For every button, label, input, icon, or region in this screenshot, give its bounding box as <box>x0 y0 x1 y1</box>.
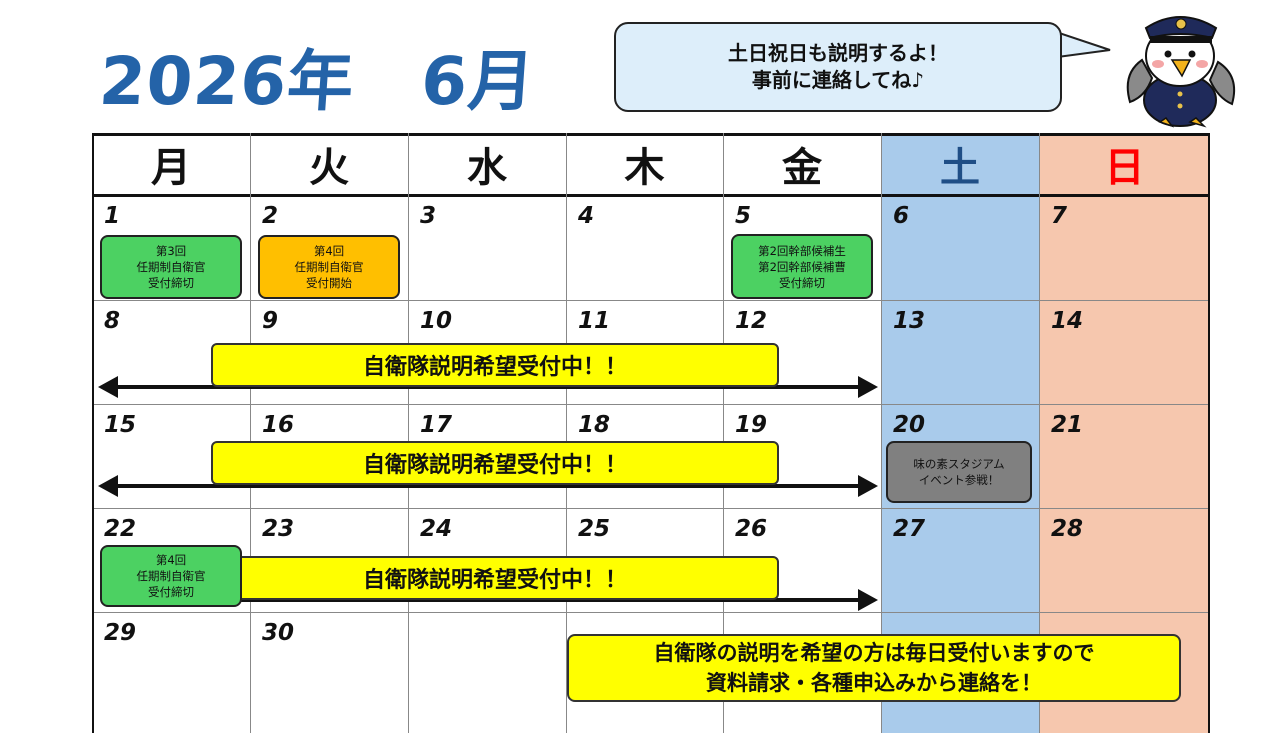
day-number: 24 <box>420 516 453 542</box>
day-number: 27 <box>893 516 926 542</box>
event-line: 第3回 <box>155 244 187 258</box>
event-line: 受付締切 <box>148 585 194 599</box>
col-divider <box>408 133 409 733</box>
day-number: 9 <box>262 308 279 334</box>
calendar-title: 2026年 6月 <box>96 43 538 120</box>
day-number: 3 <box>420 203 437 229</box>
day-number: 10 <box>420 308 453 334</box>
speech-bubble: 土日祝日も説明するよ！ 事前に連絡してね♪ <box>614 22 1062 112</box>
grid-left-border <box>92 133 94 733</box>
weekday-sat: 土 <box>940 144 980 191</box>
weekday-fri: 金 <box>782 144 822 191</box>
event-line: 任期制自衛官 <box>294 260 364 274</box>
day-number: 20 <box>893 412 926 438</box>
day-number: 28 <box>1051 516 1084 542</box>
weekday-sun: 日 <box>1104 144 1145 191</box>
day-number: 17 <box>420 412 453 438</box>
day-number: 4 <box>578 203 595 229</box>
event-3rd-recruit-deadline[interactable]: 第3回 任期制自衛官 受付締切 <box>100 235 242 299</box>
weekday-mon: 月 <box>151 144 191 191</box>
day-number: 2 <box>262 203 279 229</box>
notice-line-1: 自衛隊の説明を希望の方は毎日受付いますので <box>653 641 1095 665</box>
event-line: 第2回幹部候補生 <box>758 243 846 258</box>
event-officer-candidate-deadline[interactable]: 第2回幹部候補生 第2回幹部候補曹 受付締切 <box>731 234 873 299</box>
event-line: 味の素スタジアム <box>913 457 1005 471</box>
weekday-thu: 木 <box>624 144 665 191</box>
event-line: 任期制自衛官 <box>136 260 206 274</box>
weekday-tue: 火 <box>309 144 349 191</box>
day-number: 13 <box>893 308 926 334</box>
day-number: 7 <box>1051 203 1068 229</box>
grid-right-border <box>1208 133 1210 733</box>
recruit-banner-week3: 自衛隊説明希望受付中！！ <box>211 441 779 485</box>
period-arrows <box>98 376 878 611</box>
day-number: 29 <box>104 620 137 646</box>
grid-top-border <box>92 133 1210 136</box>
day-number: 15 <box>104 412 137 438</box>
event-4th-recruit-deadline[interactable]: 第4回 任期制自衛官 受付締切 <box>100 545 242 607</box>
day-number: 1 <box>104 203 121 229</box>
event-line: イベント参戦！ <box>918 473 1000 487</box>
day-number: 6 <box>893 203 910 229</box>
calendar-grid: 月 火 水 木 金 土 日 1 2 3 4 5 6 7 8 9 10 11 12… <box>92 133 1210 733</box>
day-number: 30 <box>262 620 295 646</box>
event-line: 第4回 <box>313 244 345 258</box>
col-divider <box>1039 133 1040 733</box>
row-divider <box>92 300 1210 301</box>
row-divider <box>92 508 1210 509</box>
day-number: 16 <box>262 412 295 438</box>
event-line: 任期制自衛官 <box>136 569 206 583</box>
event-4th-recruit-start[interactable]: 第4回 任期制自衛官 受付開始 <box>258 235 400 299</box>
day-number: 8 <box>104 308 121 334</box>
contact-notice: 自衛隊の説明を希望の方は毎日受付いますので 資料請求・各種申込みから連絡を！ <box>567 634 1181 702</box>
header-bottom-border <box>92 194 1210 197</box>
day-number: 18 <box>578 412 611 438</box>
bubble-line-2: 事前に連絡してね♪ <box>751 68 925 92</box>
event-line: 受付締切 <box>779 275 825 290</box>
event-line: 第2回幹部候補曹 <box>758 259 846 274</box>
day-number: 21 <box>1051 412 1084 438</box>
day-number: 11 <box>578 308 611 334</box>
day-number: 14 <box>1051 308 1084 334</box>
day-number: 19 <box>735 412 768 438</box>
col-divider <box>723 133 724 733</box>
event-line: 第4回 <box>155 553 187 567</box>
row-divider <box>92 404 1210 405</box>
day-number: 12 <box>735 308 768 334</box>
day-number: 23 <box>262 516 295 542</box>
recruit-banner-week2: 自衛隊説明希望受付中！！ <box>211 343 779 387</box>
sunday-column-bg <box>1039 133 1210 733</box>
event-stadium[interactable]: 味の素スタジアム イベント参戦！ <box>886 441 1032 503</box>
event-line: 受付締切 <box>148 276 194 290</box>
day-number: 25 <box>578 516 611 542</box>
day-number: 5 <box>735 203 752 229</box>
col-divider <box>566 133 567 733</box>
day-number: 26 <box>735 516 768 542</box>
recruit-banner-week4: 自衛隊説明希望受付中！！ <box>211 556 779 600</box>
col-divider <box>250 133 251 733</box>
police-bird-mascot-icon <box>1126 16 1236 128</box>
day-number: 22 <box>104 516 137 542</box>
col-divider <box>881 133 882 733</box>
bubble-line-1: 土日祝日も説明するよ！ <box>728 41 948 65</box>
row-divider <box>92 612 1210 613</box>
notice-line-2: 資料請求・各種申込みから連絡を！ <box>706 671 1042 695</box>
saturday-column-bg <box>881 133 1039 733</box>
event-line: 受付開始 <box>306 276 352 290</box>
weekday-wed: 水 <box>467 144 507 191</box>
